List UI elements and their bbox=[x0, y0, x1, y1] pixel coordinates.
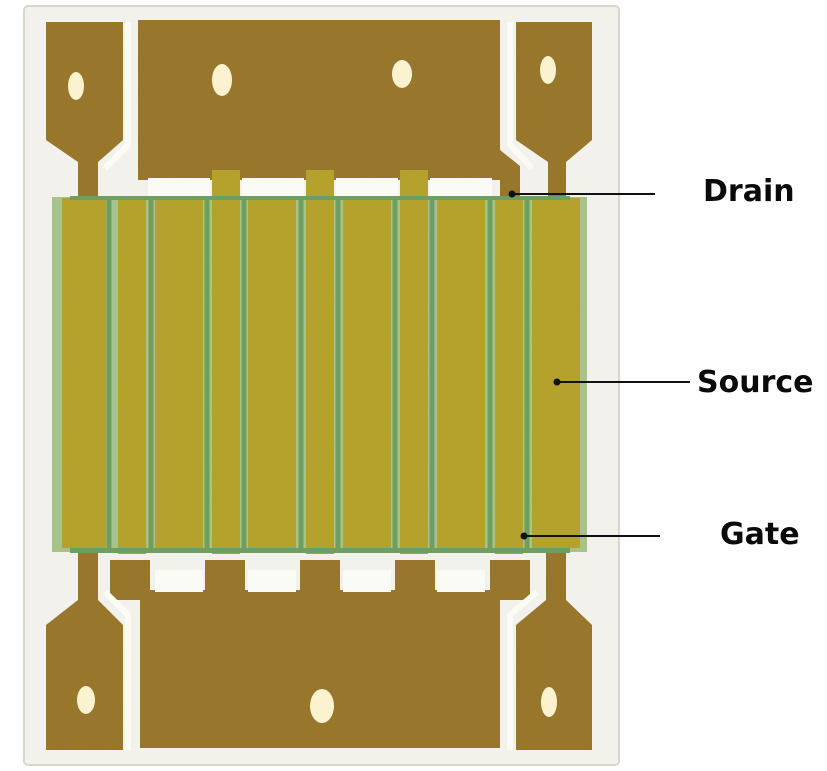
source-tab bbox=[490, 560, 530, 600]
source-gap bbox=[437, 570, 485, 592]
finger-electrode bbox=[155, 198, 203, 548]
gate-leader-dot bbox=[520, 532, 528, 540]
finger-electrode bbox=[532, 198, 580, 548]
finger-electrode bbox=[118, 196, 146, 554]
drain-gap bbox=[336, 178, 398, 196]
finger-electrode bbox=[306, 170, 334, 554]
source-tab bbox=[110, 560, 150, 600]
via-hole bbox=[541, 687, 557, 717]
gate-label: Gate bbox=[720, 517, 800, 552]
via-hole bbox=[310, 689, 334, 723]
gate-pad-top-left bbox=[46, 22, 123, 200]
source-gap bbox=[155, 570, 203, 592]
drain-gap bbox=[242, 178, 304, 196]
drain-bond-pad bbox=[138, 20, 520, 205]
finger-electrode bbox=[400, 170, 428, 554]
via-hole bbox=[540, 56, 556, 84]
pad-isolation bbox=[102, 589, 131, 750]
finger-electrode bbox=[62, 198, 106, 548]
finger-electrode bbox=[212, 170, 240, 554]
source-leader-dot bbox=[553, 378, 561, 386]
finger-electrode bbox=[495, 196, 523, 554]
source-gap bbox=[248, 570, 296, 592]
source-tab bbox=[395, 560, 435, 600]
gate-pad-bottom-left bbox=[46, 552, 123, 750]
finger-electrode bbox=[343, 198, 391, 548]
pad-isolation bbox=[102, 22, 131, 171]
source-tab bbox=[205, 560, 245, 600]
gate-bus-bottom bbox=[70, 548, 570, 553]
gate-bus-top bbox=[70, 196, 570, 200]
pad-isolation bbox=[507, 22, 535, 171]
via-hole bbox=[392, 60, 412, 88]
via-hole bbox=[77, 686, 95, 714]
gate-pad-top-right bbox=[516, 22, 592, 200]
source-label: Source bbox=[697, 365, 814, 400]
drain-leader-dot bbox=[508, 190, 516, 198]
drain-label: Drain bbox=[703, 174, 795, 209]
source-bond-pad bbox=[140, 590, 500, 748]
source-tab bbox=[300, 560, 340, 600]
drain-gap bbox=[148, 178, 210, 196]
finger-electrode bbox=[437, 198, 485, 548]
gate-pad-bottom-right bbox=[516, 552, 592, 750]
via-hole bbox=[212, 64, 232, 96]
drain-gap bbox=[430, 178, 492, 196]
source-gap bbox=[343, 570, 391, 592]
pad-isolation bbox=[507, 589, 539, 750]
finger-electrode bbox=[248, 198, 296, 548]
via-hole bbox=[68, 72, 84, 100]
